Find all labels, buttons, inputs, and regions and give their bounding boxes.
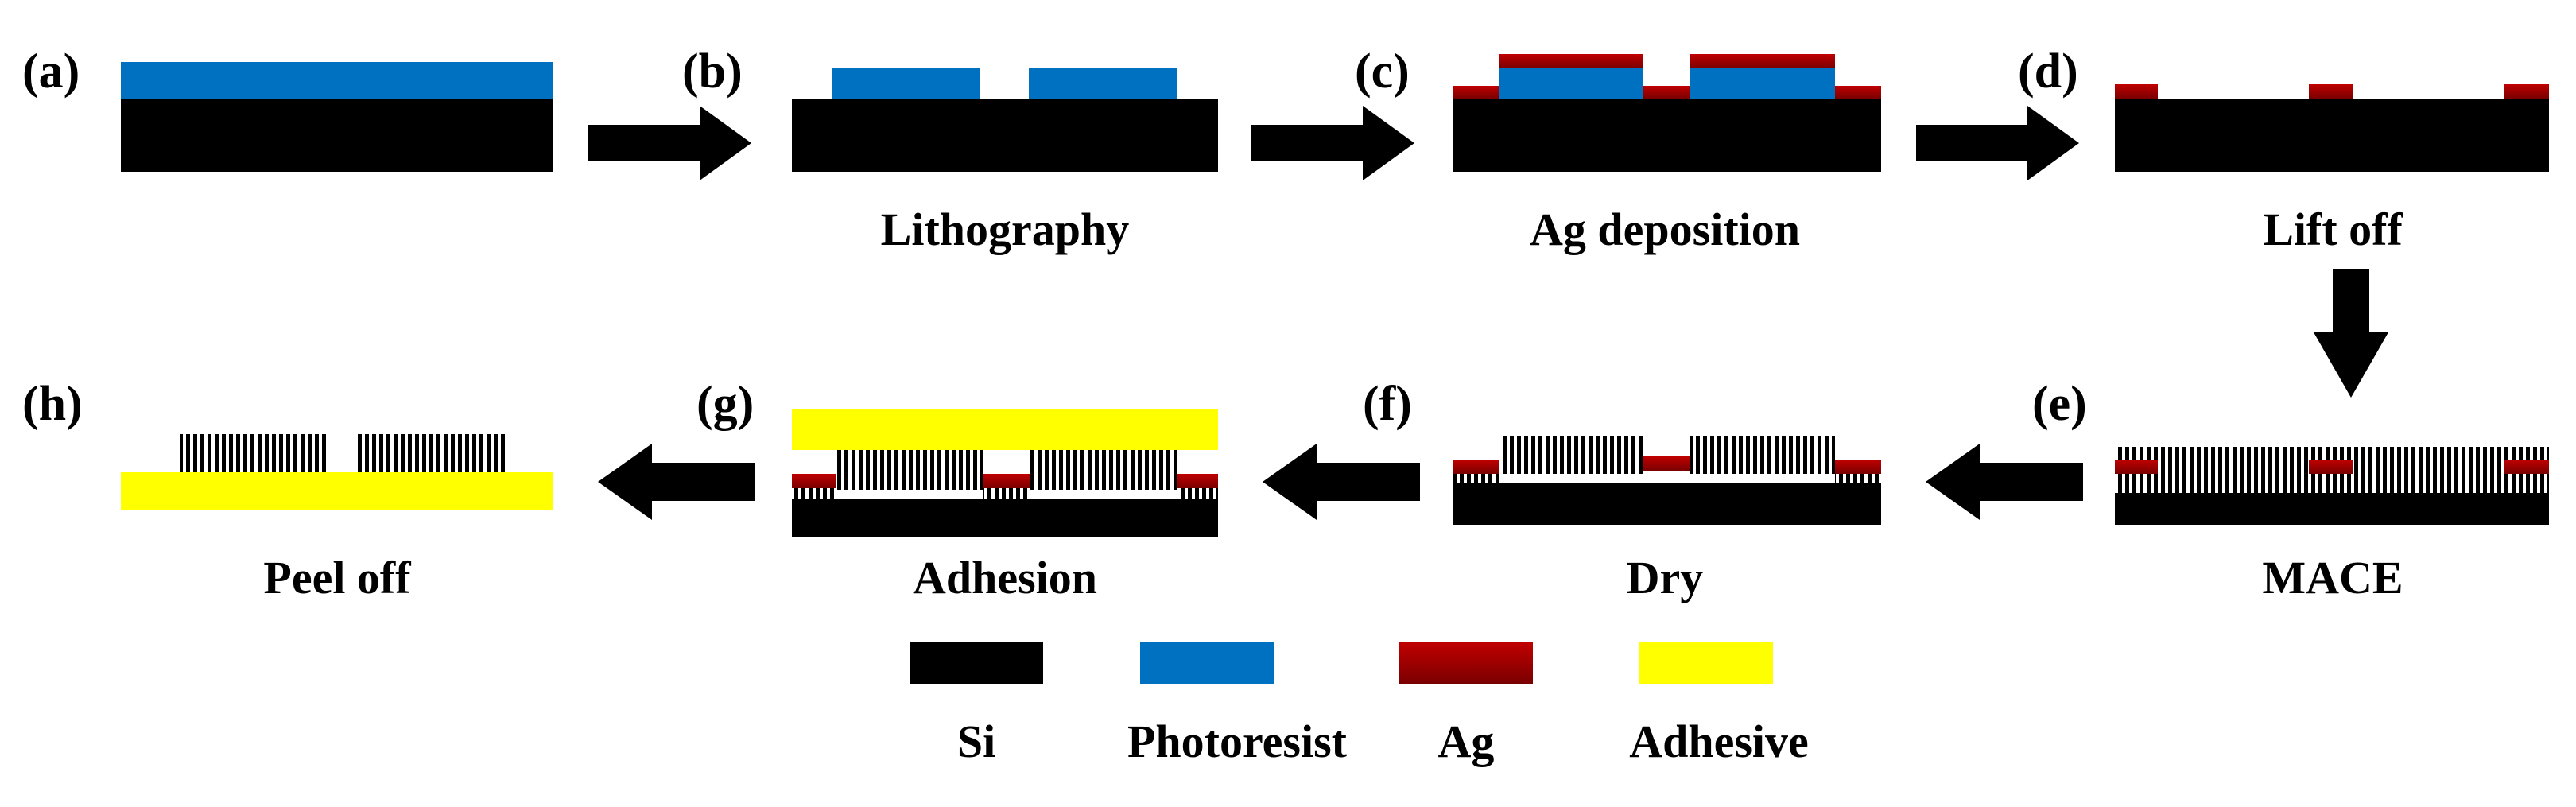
panel-g-nanowire-edge-left: [792, 488, 836, 499]
panel-b-photoresist-pattern-1: [832, 68, 980, 99]
panel-b-photoresist-pattern-2: [1029, 68, 1177, 99]
panel-h-nanowire-bundle-2: [358, 434, 507, 472]
panel-d: (d) Lift off: [2018, 45, 2549, 255]
panel-g-ag-middle: [983, 474, 1030, 488]
panel-g-letter: (g): [696, 377, 754, 431]
panel-c-ag-on-resist-2: [1690, 54, 1835, 68]
panel-f-label: Dry: [1627, 552, 1704, 603]
panel-f-si-substrate: [1453, 483, 1881, 525]
panel-h-adhesive-layer: [121, 472, 553, 510]
panel-f-ag-left: [1453, 460, 1499, 474]
panel-e-ag-left: [2115, 460, 2158, 474]
panel-h-letter: (h): [22, 377, 83, 431]
panel-h: (h) Peel off: [22, 377, 553, 603]
legend-swatch-photoresist: [1140, 642, 1274, 684]
panel-a-si-substrate: [121, 99, 553, 172]
arrow-c-to-d: [1916, 106, 2079, 180]
panel-f-nanowire-bundle-2: [1690, 436, 1835, 474]
panel-c-si-substrate: [1453, 99, 1881, 172]
panel-g-ag-left: [792, 474, 836, 488]
panel-g-nanowire-edge-middle: [983, 488, 1030, 499]
panel-d-letter: (d): [2018, 45, 2078, 99]
panel-f-nanowire-bundle-1: [1499, 436, 1643, 474]
legend-swatch-adhesive: [1639, 642, 1773, 684]
panel-d-si-substrate: [2115, 99, 2549, 172]
panel-c-ag-right: [1835, 86, 1881, 99]
panel-c-letter: (c): [1355, 45, 1410, 99]
panel-h-label: Peel off: [263, 552, 411, 603]
panel-e-ag-right: [2504, 460, 2549, 474]
panel-d-ag-middle: [2309, 84, 2353, 99]
panel-f-ag-right: [1835, 460, 1881, 474]
panel-g-nanowire-bundle-1: [836, 450, 983, 490]
panel-a: (a): [22, 45, 553, 172]
panel-b-label: Lithography: [881, 204, 1130, 255]
legend-label-si: Si: [957, 716, 995, 767]
panel-g-label: Adhesion: [913, 552, 1097, 603]
panel-c-photoresist-pattern-2: [1690, 68, 1835, 99]
panel-h-nanowire-bundle-1: [180, 434, 329, 472]
panel-g-nanowire-edge-right: [1177, 488, 1218, 499]
panel-c-ag-middle: [1643, 86, 1690, 99]
panel-e-ag-middle: [2309, 460, 2353, 474]
panel-e-letter: (e): [2032, 377, 2087, 431]
legend-swatch-si: [910, 642, 1043, 684]
panel-b: (b) Lithography: [682, 45, 1218, 255]
panel-g-nanowire-bundle-2: [1030, 450, 1177, 490]
panel-d-ag-right: [2504, 84, 2549, 99]
arrow-e-to-f: [1926, 444, 2083, 520]
panel-e: (e) MACE: [2032, 377, 2549, 603]
panel-c-label: Ag deposition: [1530, 204, 1800, 255]
panel-g-si-substrate: [792, 499, 1218, 537]
panel-f-nanowire-edge-right: [1835, 474, 1881, 483]
arrow-f-to-g: [1263, 444, 1420, 520]
arrow-b-to-c: [1251, 106, 1414, 180]
legend-label-adhesive: Adhesive: [1629, 716, 1809, 767]
panel-f-nanowire-edge-left: [1453, 474, 1499, 483]
panel-c-photoresist-pattern-1: [1499, 68, 1643, 99]
panel-f-letter: (f): [1363, 377, 1412, 431]
panel-d-ag-left: [2115, 84, 2158, 99]
panel-b-si-substrate: [792, 99, 1218, 172]
panel-a-letter: (a): [22, 45, 80, 99]
panel-g: (g) Adhesion: [696, 377, 1218, 603]
legend-swatch-ag: [1399, 642, 1533, 684]
arrow-d-to-e: [2314, 269, 2388, 398]
panel-g-ag-right: [1177, 474, 1218, 488]
panel-c-ag-on-resist-1: [1499, 54, 1643, 68]
legend-label-photoresist: Photoresist: [1127, 716, 1348, 767]
legend: Si Photoresist Ag Adhesive: [910, 642, 1809, 767]
panel-g-adhesive-layer: [792, 409, 1218, 450]
arrow-g-to-h: [598, 444, 755, 520]
legend-label-ag: Ag: [1438, 716, 1495, 767]
panel-f-ag-middle: [1643, 456, 1690, 471]
panel-e-si-substrate: [2115, 493, 2549, 525]
panel-d-label: Lift off: [2263, 204, 2403, 255]
panel-e-label: MACE: [2262, 552, 2403, 603]
panel-c-ag-left: [1453, 86, 1499, 99]
panel-c: (c) Ag deposition: [1355, 45, 1881, 255]
panel-f: (f) Dry: [1363, 377, 1881, 603]
panel-b-letter: (b): [682, 45, 743, 99]
panel-a-photoresist-layer: [121, 62, 553, 99]
arrow-a-to-b: [588, 106, 751, 180]
